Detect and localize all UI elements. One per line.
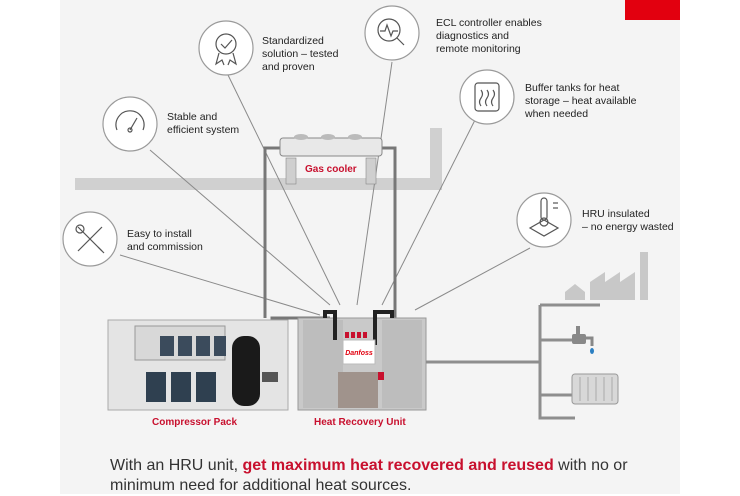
buffer-tank-icon (474, 82, 500, 112)
summary-text: With an HRU unit, get maximum heat recov… (110, 457, 628, 494)
compressor-pack (107, 319, 289, 411)
thermometer-icon (528, 197, 560, 237)
danfoss-logo (342, 339, 376, 365)
badge-check-icon-circle (198, 20, 254, 76)
gauge-icon (115, 110, 145, 133)
hru-label: Heat Recovery Unit (314, 417, 406, 428)
water-tap-icon (572, 326, 594, 354)
gauge-icon-circle (102, 96, 158, 152)
brand-tab (625, 0, 680, 20)
radiator-icon (571, 373, 619, 405)
outlet-pipes (426, 303, 600, 420)
roof-post (430, 128, 442, 190)
compressor-pack-label: Compressor Pack (152, 417, 238, 428)
background-panel (60, 0, 680, 494)
roof-beam (75, 178, 440, 190)
receiver-tank (232, 336, 260, 406)
gas-cooler (279, 134, 383, 185)
badge-check-icon (214, 33, 238, 66)
factory-icon (565, 252, 648, 300)
svg-text:Danfoss: Danfoss (345, 350, 373, 357)
callout-lines (119, 61, 531, 316)
gas-cooler-label: Gas cooler (305, 164, 357, 175)
diagnostics-icon (377, 18, 405, 46)
tools-icon (75, 224, 105, 254)
heat-recovery-unit: Danfoss (297, 310, 427, 411)
feature-insulated: HRU insulated– no energy wasted (582, 208, 674, 233)
